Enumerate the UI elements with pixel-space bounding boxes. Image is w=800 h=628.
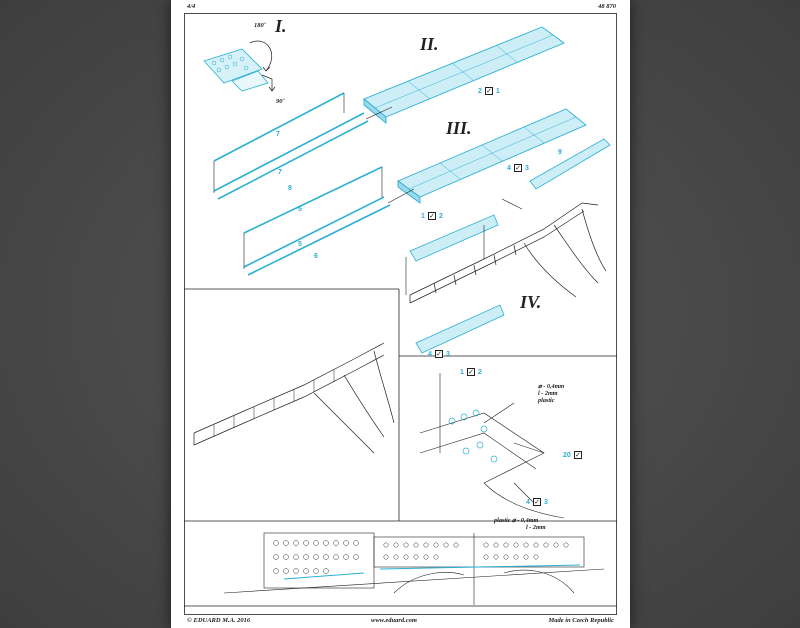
page-number: 4/4 [187, 3, 196, 10]
kit-code: 48 870 [598, 3, 616, 10]
done-checkbox[interactable]: ✓ [485, 87, 493, 95]
part-7-top: 7 [276, 131, 280, 138]
callout-20: 20 [563, 452, 571, 459]
part-6: 6 [314, 253, 318, 260]
callout-2: 2 [478, 88, 482, 95]
note-wire-size-1: ⌀ - 0,4mm l - 2mm plastic [538, 383, 564, 404]
done-checkbox[interactable]: ✓ [574, 451, 582, 459]
step-3-label: III. [446, 118, 472, 138]
detail-cutout [419, 373, 565, 519]
callout-4: 4 [507, 165, 511, 172]
callout-2: 2 [478, 369, 482, 376]
step-4-label: IV. [520, 292, 542, 312]
angle-90: 90˚ [276, 98, 285, 105]
callout-1: 1 [421, 213, 425, 220]
done-checkbox[interactable]: ✓ [533, 498, 541, 506]
part-7-mid: 7 [278, 169, 282, 176]
note-line: l - 2mm [538, 390, 558, 398]
note-line: plastic [538, 397, 555, 405]
done-checkbox[interactable]: ✓ [428, 212, 436, 220]
done-checkbox[interactable]: ✓ [514, 164, 522, 172]
strips-5-6 [243, 166, 391, 276]
origin: Made in Czech Republic [548, 617, 614, 624]
callout-3: 3 [446, 351, 450, 358]
part-5-mid: 5 [298, 241, 302, 248]
part-1-2-panel [409, 214, 499, 262]
note-wire-size-2: plastic ⌀ - 0,4mm l - 2mm [494, 517, 546, 531]
part-3-4-panel [415, 304, 505, 354]
part-5-top: 5 [298, 206, 302, 213]
callout-3: 3 [544, 499, 548, 506]
step-1-fold [203, 48, 269, 92]
copyright: © EDUARD M.A. 2016 [187, 617, 251, 624]
step-2-label: II. [420, 34, 439, 54]
step-4-wing [409, 202, 607, 304]
callout-4: 4 [428, 351, 432, 358]
outer-border [184, 13, 617, 615]
strips-7-8 [213, 92, 369, 200]
note-line: plastic ⌀ - 0,4mm [494, 517, 539, 524]
callout-2: 2 [439, 213, 443, 220]
instruction-page[interactable]: 4/4 48 870 [171, 0, 630, 628]
callout-4: 4 [526, 499, 530, 506]
angle-180: 180˚ [254, 22, 266, 29]
part-9-label: 9 [558, 149, 562, 156]
step-2-panel-holes [374, 34, 554, 109]
instruction-frame: I. II. III. IV. 180˚ 90˚ 7 7 8 5 5 6 2 ✓… [184, 13, 617, 615]
done-checkbox[interactable]: ✓ [435, 350, 443, 358]
callout-3: 3 [525, 165, 529, 172]
step-2-panel [363, 26, 565, 124]
callout-1: 1 [496, 88, 500, 95]
step-1-label: I. [275, 16, 287, 36]
assembly-drawing [184, 13, 617, 615]
assembled-wing-detail [193, 342, 395, 454]
note-line: ⌀ - 0,4mm [538, 383, 565, 390]
callout-1: 1 [460, 369, 464, 376]
part-9 [529, 138, 611, 190]
part-8: 8 [288, 185, 292, 192]
step-3-panel [397, 108, 587, 204]
done-checkbox[interactable]: ✓ [467, 368, 475, 376]
note-line: l - 2mm [526, 524, 546, 532]
website: www.eduard.com [371, 617, 417, 624]
